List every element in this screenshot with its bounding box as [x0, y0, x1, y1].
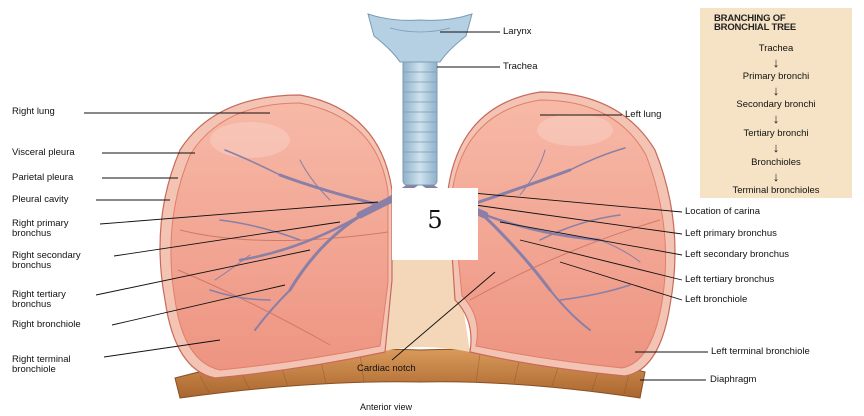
label-right-lung: Right lung — [12, 107, 55, 117]
down-arrow-icon: ↓ — [770, 84, 782, 97]
label-left-lung: Left lung — [625, 110, 661, 120]
label-visceral-pleura: Visceral pleura — [12, 148, 75, 158]
legend-step-secondary-bronchi: Secondary bronchi — [700, 99, 852, 110]
down-arrow-icon: ↓ — [770, 170, 782, 183]
label-larynx: Larynx — [503, 27, 532, 37]
label-right-tertiary-bronchus: Right tertiary bronchus — [12, 290, 66, 310]
down-arrow-icon: ↓ — [770, 112, 782, 125]
label-right-terminal-bronchiole: Right terminal bronchiole — [12, 355, 71, 375]
label-location-of-carina: Location of carina — [685, 207, 760, 217]
label-right-secondary-bronchus: Right secondary bronchus — [12, 251, 81, 271]
trachea-shape — [403, 60, 437, 185]
label-cardiac-notch: Cardiac notch — [357, 364, 416, 374]
label-right-bronchiole: Right bronchiole — [12, 320, 81, 330]
label-left-secondary-bronchus: Left secondary bronchus — [685, 250, 789, 260]
legend-title: BRANCHING OF BRONCHIAL TREE — [714, 14, 796, 32]
legend-step-tertiary-bronchi: Tertiary bronchi — [700, 128, 852, 139]
caption-anterior-view: Anterior view — [360, 402, 412, 412]
down-arrow-icon: ↓ — [770, 56, 782, 69]
label-right-primary-bronchus: Right primary bronchus — [12, 219, 69, 239]
legend-step-bronchioles: Bronchioles — [700, 157, 852, 168]
branching-legend: BRANCHING OF BRONCHIAL TREE Trachea ↓ Pr… — [700, 8, 852, 198]
label-left-tertiary-bronchus: Left tertiary bronchus — [685, 275, 774, 285]
legend-step-primary-bronchi: Primary bronchi — [700, 71, 852, 82]
label-left-bronchiole: Left bronchiole — [685, 295, 747, 305]
label-parietal-pleura: Parietal pleura — [12, 173, 73, 183]
label-pleural-cavity: Pleural cavity — [12, 195, 69, 205]
larynx-shape — [368, 14, 472, 62]
legend-step-trachea: Trachea — [700, 43, 852, 54]
label-left-terminal-bronchiole: Left terminal bronchiole — [711, 347, 810, 357]
legend-step-terminal-bronchioles: Terminal bronchioles — [700, 185, 852, 196]
label-left-primary-bronchus: Left primary bronchus — [685, 229, 777, 239]
overlay-number: 5 — [392, 206, 478, 234]
down-arrow-icon: ↓ — [770, 141, 782, 154]
number-overlay-box: 5 — [392, 188, 478, 260]
label-trachea: Trachea — [503, 62, 538, 72]
label-diaphragm: Diaphragm — [710, 375, 756, 385]
